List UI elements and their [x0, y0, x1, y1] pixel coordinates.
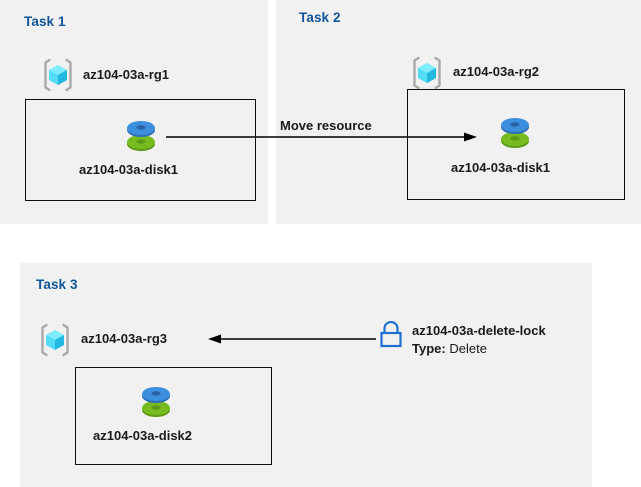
resource-group-icon	[37, 322, 73, 358]
resource-container-task2	[407, 89, 625, 200]
panel-task3: Task 3 az104-03a-rg3 az104-0	[20, 263, 592, 487]
resource-group-icon	[40, 57, 76, 93]
resource-label-task2: az104-03a-disk1	[451, 160, 551, 175]
resource-container-task3	[75, 367, 272, 465]
panel-task1: Task 1 az104-03a-rg1	[0, 0, 268, 224]
lock-type: Type: Delete	[412, 341, 487, 356]
connector-lock-applies-to	[208, 332, 376, 346]
panel-title-task1: Task 1	[24, 14, 66, 29]
panel-title-task2: Task 2	[299, 10, 341, 25]
lock-type-key: Type:	[412, 341, 446, 356]
resource-group-label-task2: az104-03a-rg2	[453, 64, 539, 79]
resource-group-label-task3: az104-03a-rg3	[81, 331, 167, 346]
connector-move-resource	[166, 130, 478, 144]
panel-title-task3: Task 3	[36, 277, 78, 292]
resource-label-task1: az104-03a-disk1	[79, 162, 179, 177]
resource-container-task1	[25, 99, 256, 201]
managed-disk-icon	[498, 112, 532, 152]
panel-task2: Task 2 az104-03a-rg2 az104-0	[276, 0, 641, 224]
lock-type-value: Delete	[449, 341, 487, 356]
connector-label-move-resource: Move resource	[280, 118, 372, 133]
resource-label-task3: az104-03a-disk2	[93, 428, 193, 443]
lock-label: az104-03a-delete-lock	[412, 323, 546, 338]
managed-disk-icon	[124, 115, 158, 155]
managed-disk-icon	[139, 381, 173, 421]
padlock-icon	[378, 321, 404, 351]
resource-group-label-task1: az104-03a-rg1	[83, 67, 169, 82]
resource-group-icon	[409, 55, 445, 91]
